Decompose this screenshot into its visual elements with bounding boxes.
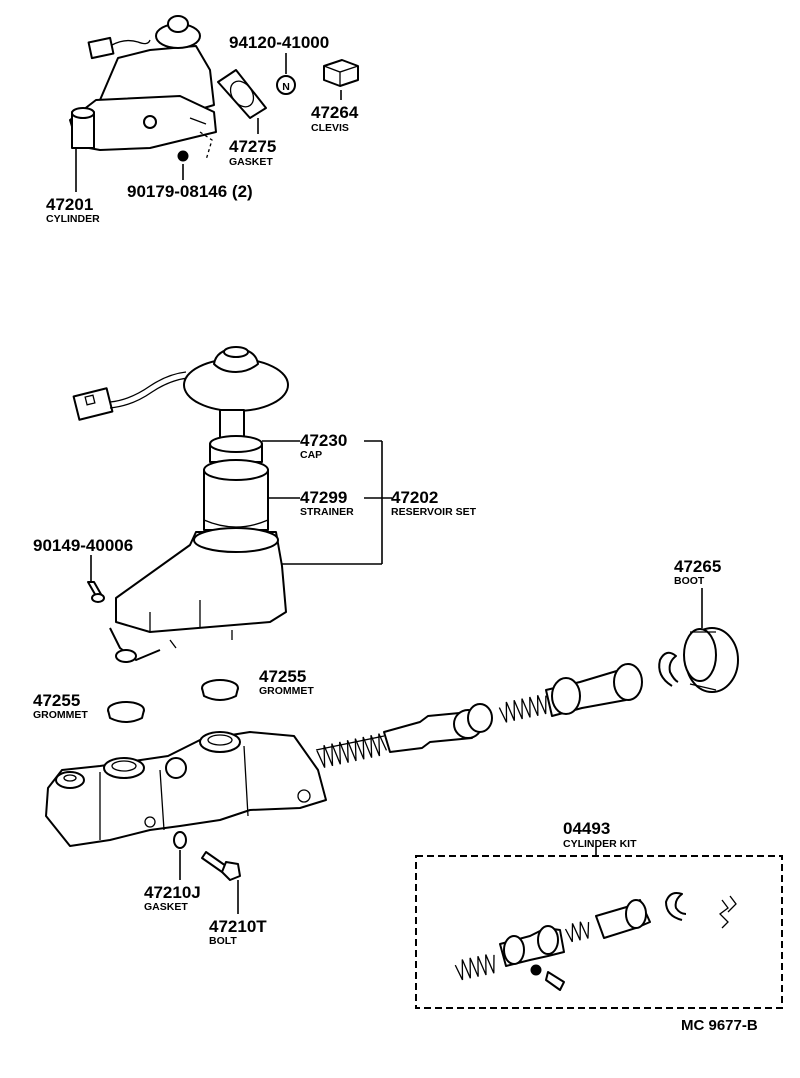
part-number-47210T: 47210T — [209, 917, 267, 936]
part-name-clevis: CLEVIS — [311, 122, 349, 134]
part-name-cap: CAP — [300, 449, 322, 461]
part-label-47299: 47299 STRAINER — [300, 488, 354, 518]
cylinder-kit-parts-drawing — [454, 892, 737, 991]
piston-assembly-drawing — [315, 663, 643, 768]
clevis-47264-drawing — [323, 59, 359, 87]
part-label-47202: 47202 RESERVOIR SET — [391, 488, 477, 518]
part-label-90149: 90149-40006 — [33, 536, 133, 555]
boot-47265-drawing — [683, 627, 739, 693]
nut-90179-drawing — [177, 150, 189, 162]
gasket-47210J-drawing — [173, 831, 187, 849]
part-label-47210T: 47210T BOLT — [209, 917, 267, 947]
nut-94120-drawing: N — [276, 75, 296, 95]
part-number-47201: 47201 — [46, 195, 93, 214]
part-name-strainer: STRAINER — [300, 506, 354, 518]
part-label-47255-upper: 47255 GROMMET — [259, 667, 314, 697]
part-number-90179: 90179-08146 (2) — [127, 182, 253, 201]
part-number-47265: 47265 — [674, 557, 721, 576]
part-label-04493: 04493 CYLINDER KIT — [563, 819, 637, 850]
part-name-grommet-upper: GROMMET — [259, 685, 314, 697]
part-number-04493: 04493 — [563, 819, 610, 838]
part-number-47299: 47299 — [300, 488, 347, 507]
part-name-bolt: BOLT — [209, 935, 237, 947]
cylinder-kit-box — [415, 855, 783, 1009]
part-number-47264: 47264 — [311, 103, 359, 122]
part-label-47210J: 47210J GASKET — [144, 883, 201, 913]
grommet-47255-lower-drawing — [107, 701, 145, 723]
part-label-90179: 90179-08146 (2) — [127, 182, 253, 201]
part-name-cylinder: CYLINDER — [46, 213, 100, 225]
part-number-47275: 47275 — [229, 137, 276, 156]
reservoir-drawing — [72, 346, 289, 663]
gasket-47275-drawing — [217, 69, 267, 119]
part-name-gasket: GASKET — [229, 156, 273, 168]
reference-code: MC 9677-B — [681, 1017, 758, 1034]
part-number-90149: 90149-40006 — [33, 536, 133, 555]
part-number-47255-lower: 47255 — [33, 691, 80, 710]
part-number-47230: 47230 — [300, 431, 347, 450]
grommet-47255-upper-drawing — [201, 679, 239, 701]
part-label-47255-lower: 47255 GROMMET — [33, 691, 88, 721]
part-name-gasket-47210J: GASKET — [144, 901, 188, 913]
part-name-reservoir-set: RESERVOIR SET — [391, 506, 477, 518]
part-number-47202: 47202 — [391, 488, 438, 507]
part-number-94120: 94120-41000 — [229, 33, 329, 52]
part-label-47264: 47264 CLEVIS — [311, 103, 359, 134]
bolt-47210T-drawing — [201, 851, 241, 881]
snap-ring-drawing — [658, 651, 679, 687]
part-name-cylinder-kit: CYLINDER KIT — [563, 838, 637, 850]
screw-90149-drawing — [87, 581, 105, 603]
part-name-boot: BOOT — [674, 575, 705, 587]
part-label-47230: 47230 CAP — [300, 431, 347, 461]
part-number-47210J: 47210J — [144, 883, 201, 902]
part-number-47255-upper: 47255 — [259, 667, 306, 686]
part-name-grommet-lower: GROMMET — [33, 709, 88, 721]
part-label-47265: 47265 BOOT — [674, 557, 721, 587]
part-label-94120: 94120-41000 — [229, 33, 329, 52]
master-cylinder-assembly-drawing — [69, 15, 217, 161]
part-label-47201: 47201 CYLINDER — [46, 195, 100, 225]
cylinder-body-drawing — [45, 731, 327, 847]
n-marker-label: N — [282, 81, 290, 93]
part-label-47275: 47275 GASKET — [229, 137, 276, 168]
